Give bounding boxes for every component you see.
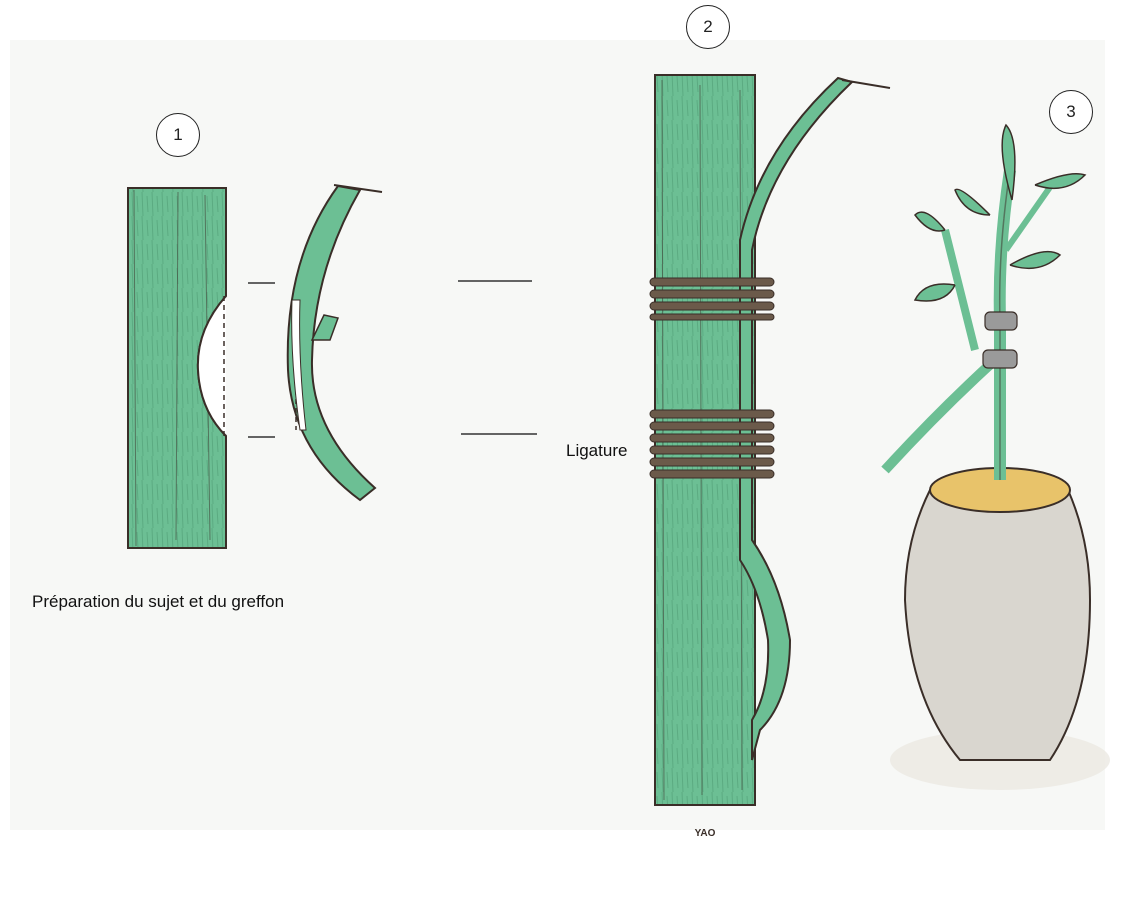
step-number-3: 3 bbox=[1049, 90, 1093, 134]
artist-signature: YAO bbox=[695, 828, 716, 839]
rootstock-stem-step1 bbox=[128, 188, 226, 548]
step-number-2-text: 2 bbox=[703, 17, 712, 37]
ligature-label: Ligature bbox=[566, 441, 627, 461]
step-number-3-text: 3 bbox=[1066, 102, 1075, 122]
step-number-1-text: 1 bbox=[173, 125, 182, 145]
step-number-2: 2 bbox=[686, 5, 730, 49]
clay-pot bbox=[905, 490, 1090, 760]
ligature-step3 bbox=[985, 312, 1017, 330]
step-number-1: 1 bbox=[156, 113, 200, 157]
preparation-caption: Préparation du sujet et du greffon bbox=[32, 592, 284, 612]
